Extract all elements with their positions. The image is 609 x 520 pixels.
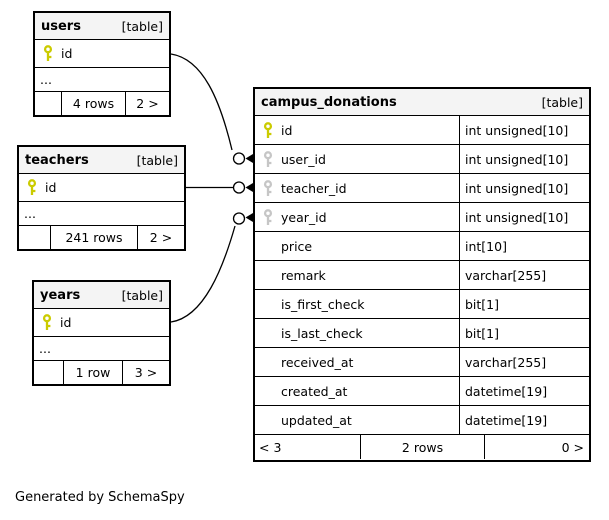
related-count: 2 > (125, 92, 169, 115)
column-type: int[10] (459, 232, 589, 260)
column-type: datetime[19] (459, 377, 589, 405)
foreign-key-icon (255, 150, 281, 168)
column-type: bit[1] (459, 319, 589, 347)
table-years[interactable]: years [table] id ... 1 row 3 > (32, 280, 171, 386)
column-row-id: id (19, 174, 184, 202)
row-count: 1 row (63, 361, 122, 384)
column-name: user_id (281, 151, 326, 167)
foreign-key-icon (255, 179, 281, 197)
related-right-count: 0 > (484, 435, 589, 459)
primary-key-icon (255, 121, 281, 139)
row-count: 241 rows (50, 226, 137, 249)
zero-or-one-circle (232, 181, 246, 194)
related-left-count: < 3 (259, 439, 282, 455)
table-users[interactable]: users [table] id ... 4 rows 2 > (33, 11, 171, 117)
column-name: id (61, 46, 73, 61)
column-row-user-id: user_id int unsigned[10] (255, 145, 589, 174)
table-tag: [table] (541, 94, 583, 110)
table-tag: [table] (121, 287, 163, 303)
column-row-is-first-check: is_first_check bit[1] (255, 290, 589, 319)
relationship-users-user-id (170, 53, 253, 165)
column-name: received_at (281, 354, 354, 370)
column-type: int unsigned[10] (459, 174, 589, 202)
more-columns-ellipsis: ... (19, 202, 184, 226)
column-name: id (281, 122, 293, 138)
table-tag: [table] (121, 18, 163, 34)
row-count: 4 rows (61, 92, 125, 115)
foreign-key-icon (255, 208, 281, 226)
column-type: datetime[19] (459, 406, 589, 434)
column-name: is_first_check (281, 296, 365, 312)
related-count: 3 > (122, 361, 169, 384)
column-row-teacher-id: teacher_id int unsigned[10] (255, 174, 589, 203)
column-name: id (45, 180, 57, 195)
table-years-footer: 1 row 3 > (34, 361, 169, 384)
more-columns-ellipsis: ... (35, 68, 169, 92)
more-columns-ellipsis: ... (34, 337, 169, 361)
table-users-footer: 4 rows 2 > (35, 92, 169, 115)
column-row-year-id: year_id int unsigned[10] (255, 203, 589, 232)
column-name: price (281, 238, 313, 254)
column-row-received-at: received_at varchar[255] (255, 348, 589, 377)
table-campus-donations-header[interactable]: campus_donations [table] (255, 89, 589, 116)
table-campus-donations[interactable]: campus_donations [table] id int unsigned… (253, 87, 591, 462)
arrowhead-icon (245, 183, 253, 192)
table-name: users (41, 18, 81, 34)
footer-left-cell (19, 226, 50, 249)
table-teachers-header[interactable]: teachers [table] (19, 147, 184, 174)
table-years-header[interactable]: years [table] (34, 282, 169, 309)
column-name: teacher_id (281, 180, 347, 196)
column-name: year_id (281, 209, 327, 225)
table-name: years (40, 287, 81, 303)
table-teachers[interactable]: teachers [table] id ... 241 rows 2 > (17, 145, 186, 251)
table-tag: [table] (136, 152, 178, 168)
zero-or-one-circle (232, 212, 246, 225)
generated-by-note: Generated by SchemaSpy (15, 490, 185, 505)
column-row-is-last-check: is_last_check bit[1] (255, 319, 589, 348)
column-type: varchar[255] (459, 348, 589, 376)
column-name: is_last_check (281, 325, 363, 341)
table-campus-donations-footer: < 3 2 rows 0 > (255, 435, 589, 459)
table-users-header[interactable]: users [table] (35, 13, 169, 40)
column-row-id: id int unsigned[10] (255, 116, 589, 145)
column-type: int unsigned[10] (459, 116, 589, 144)
column-name: updated_at (281, 412, 352, 428)
column-name: id (60, 315, 72, 330)
relationship-years-year-id (170, 212, 253, 323)
primary-key-icon (34, 309, 60, 336)
column-row-remark: remark varchar[255] (255, 261, 589, 290)
column-type: int unsigned[10] (459, 203, 589, 231)
table-name: campus_donations (261, 94, 397, 110)
column-type: bit[1] (459, 290, 589, 318)
arrowhead-icon (245, 213, 253, 222)
primary-key-icon (35, 40, 61, 67)
column-row-id: id (34, 309, 169, 337)
related-count: 2 > (137, 226, 184, 249)
column-name: created_at (281, 383, 348, 399)
arrowhead-icon (245, 154, 253, 163)
relationship-teachers-teacher-id (186, 181, 253, 194)
column-row-created-at: created_at datetime[19] (255, 377, 589, 406)
column-row-price: price int[10] (255, 232, 589, 261)
zero-or-one-circle (232, 152, 246, 165)
table-teachers-footer: 241 rows 2 > (19, 226, 184, 249)
column-type: int unsigned[10] (459, 145, 589, 173)
table-name: teachers (25, 152, 89, 168)
column-name: remark (281, 267, 326, 283)
footer-left-cell (34, 361, 63, 384)
footer-left-cell (35, 92, 61, 115)
primary-key-icon (19, 174, 45, 201)
column-row-id: id (35, 40, 169, 68)
column-type: varchar[255] (459, 261, 589, 289)
column-row-updated-at: updated_at datetime[19] (255, 406, 589, 435)
row-count: 2 rows (360, 435, 484, 459)
